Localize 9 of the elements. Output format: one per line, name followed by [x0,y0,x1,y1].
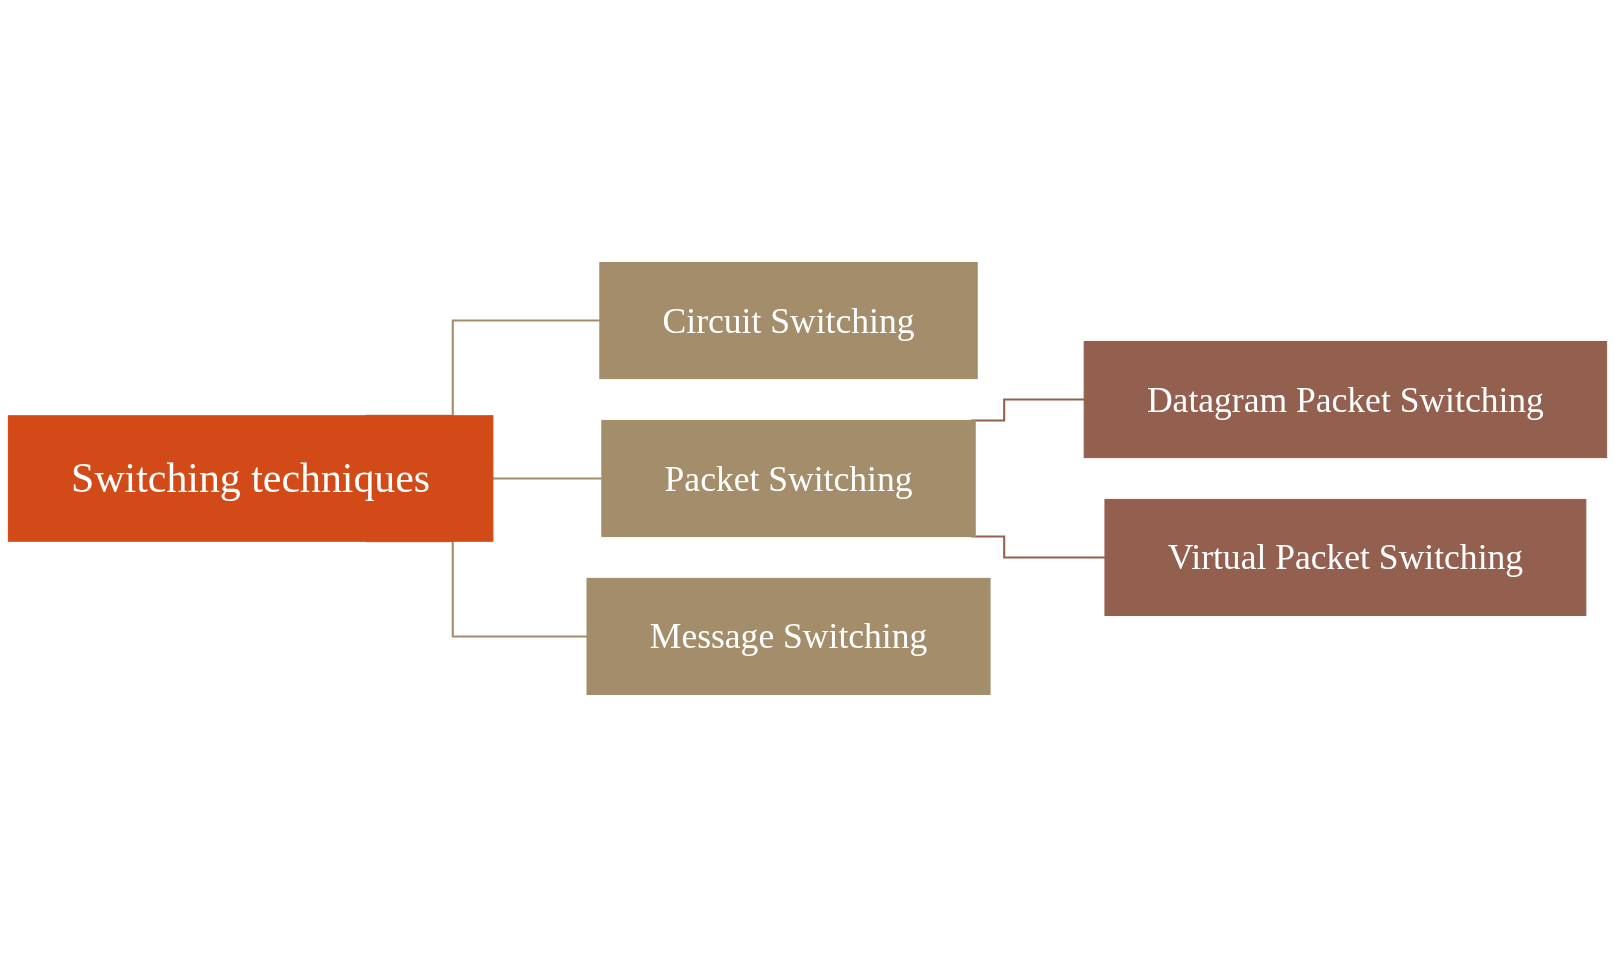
node-box: Datagram Packet Switching [1083,340,1608,459]
node-box: Circuit Switching [599,262,978,380]
node-box: Switching techniques [7,415,494,542]
connector [492,477,602,480]
node-box: Message Switching [586,577,991,695]
connector [971,535,1105,559]
node-box: Virtual Packet Switching [1104,498,1587,617]
connector [971,398,1085,422]
node-box: Packet Switching [601,419,976,538]
